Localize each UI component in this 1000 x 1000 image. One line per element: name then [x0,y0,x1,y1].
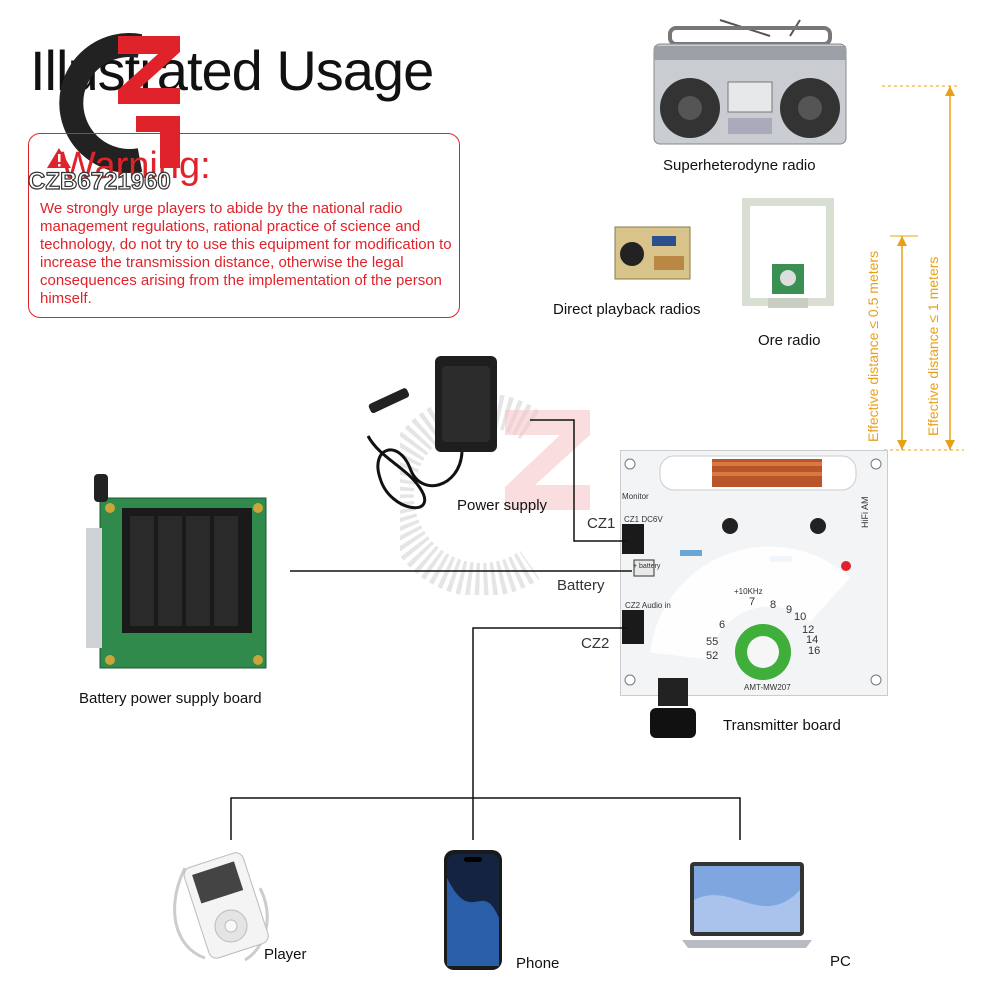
dial-number: 6 [719,619,726,631]
phone-label: Phone [516,955,560,972]
direct-playback-radio-label: Direct playback radios [553,301,701,318]
superheterodyne-radio-image [653,19,847,145]
phone-image [444,850,502,970]
superheterodyne-radio-label: Superheterodyne radio [663,157,816,174]
dial-number: 7 [749,596,756,608]
battery-connector-label: Battery [557,577,605,594]
battery-marking: + battery [633,563,661,570]
distance-brackets [882,85,964,451]
monitor-marking: Monitor [622,492,649,501]
cz2-label: CZ2 [581,635,610,652]
dial-number: 8 [770,599,777,611]
power-supply-image [366,356,497,510]
power-supply-label: Power supply [457,497,548,514]
ore-radio-image [742,198,834,308]
warning-text: We strongly urge players to abide by the… [40,200,452,307]
warning-title: Warning: [60,145,211,187]
distance-half-meter-label: Effective distance ≤ 0.5 meters [865,250,881,442]
dial-number: 10 [794,611,807,623]
battery-board-label: Battery power supply board [79,690,262,707]
dial-number: 12 [802,624,815,636]
watermark-text: CZB6721960 [27,167,171,195]
transmitter-board-label: Transmitter board [723,717,841,734]
direct-playback-radio-image [614,226,691,280]
model-marking: AMT-MW207 [744,683,791,692]
dial-number: 14 [806,634,819,646]
cz1-label: CZ1 [587,515,616,532]
warning-box [28,133,460,318]
cz1-voltage-marking: CZ1 DC6V [624,515,663,524]
pc-image [682,862,812,948]
player-image [173,852,269,962]
logo-icon [59,33,180,173]
battery-board-image [86,474,267,669]
dial-number: 55 [706,636,719,648]
transmitter-board-details [622,455,882,738]
cz2-audio-marking: CZ2 Audio in [625,601,671,610]
distance-one-meter-label: Effective distance ≤ 1 meters [925,256,941,436]
dial-number: 16 [808,645,821,657]
pc-label: PC [830,953,851,970]
dial-number: 52 [706,650,719,662]
dial-number: 9 [786,604,793,616]
ore-radio-label: Ore radio [758,332,821,349]
frequency-marking: +10KHz [734,587,763,596]
hifi-marking: HiFi AM [860,496,870,529]
player-label: Player [264,946,307,963]
warning-icon [47,148,71,168]
